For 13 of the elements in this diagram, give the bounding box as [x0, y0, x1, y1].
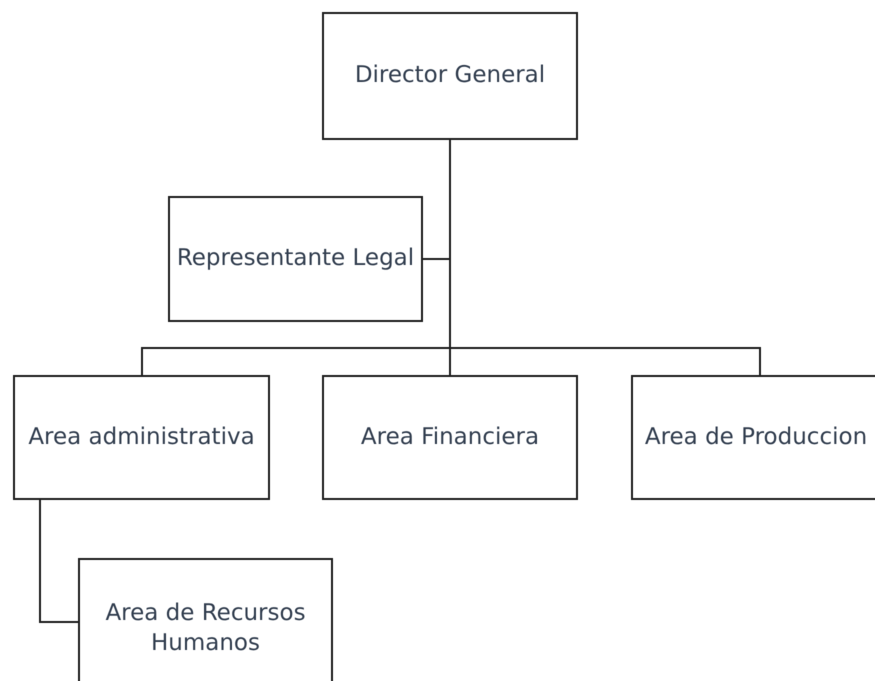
connector-line	[39, 500, 78, 623]
box-label: Representante Legal	[176, 244, 414, 274]
box-label: Area de Produccion	[644, 422, 868, 452]
box-label: Area Financiera	[360, 422, 540, 452]
org-box	[631, 375, 875, 500]
org-box	[168, 196, 423, 322]
box-label: Director General	[354, 61, 546, 90]
org-box	[322, 375, 578, 500]
org-box	[322, 12, 578, 140]
org-box	[13, 375, 270, 500]
box-label: Area administrativa	[28, 422, 255, 452]
box-label: Area de Recursos Humanos	[104, 599, 307, 658]
org-box	[78, 558, 333, 681]
